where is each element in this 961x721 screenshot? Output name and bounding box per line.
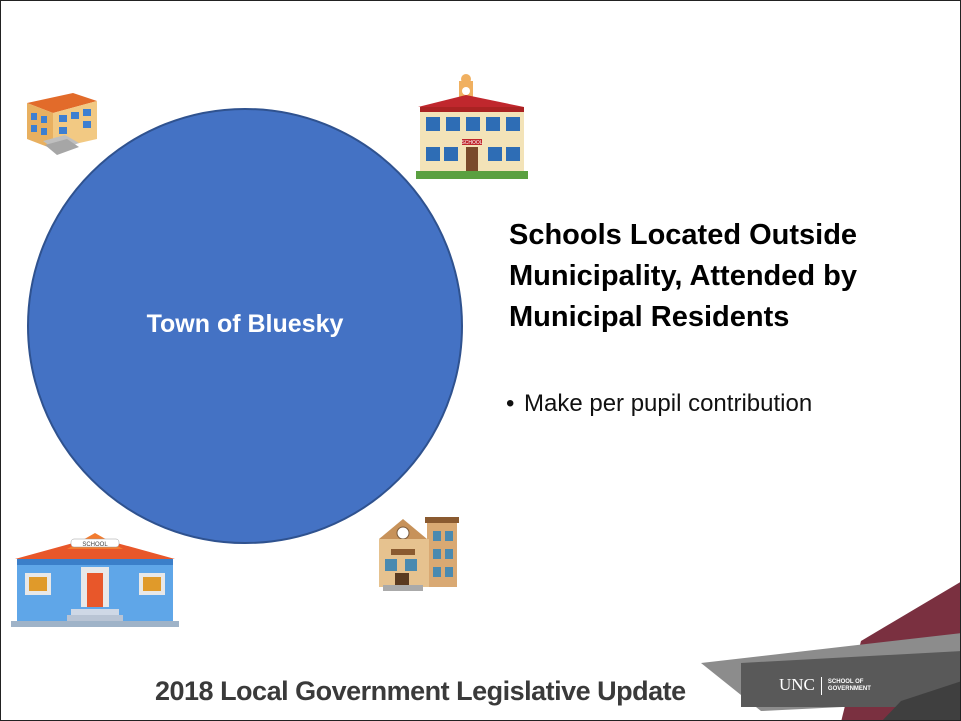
school-sign: SCHOOL bbox=[82, 542, 108, 548]
school-building-icon bbox=[379, 517, 459, 591]
slide-heading: Schools Located Outside Municipality, At… bbox=[509, 219, 858, 333]
bullet-text: Make per pupil contribution bbox=[524, 390, 813, 417]
bullet-item: • Make per pupil contribution bbox=[506, 390, 812, 418]
town-label: Town of Bluesky bbox=[146, 310, 344, 338]
school-building-icon: SCHOOL bbox=[11, 533, 179, 627]
bullet-dot: • bbox=[506, 390, 515, 417]
unc-logo-subtext: SCHOOL OF bbox=[827, 679, 864, 686]
school-building-icon: SCHOOL bbox=[416, 74, 528, 179]
unc-logo-text: UNC bbox=[779, 675, 815, 694]
unc-logo-subtext-2: GOVERNMENT bbox=[827, 686, 871, 693]
school-sign: SCHOOL bbox=[461, 140, 482, 146]
town-circle: Town of Bluesky bbox=[27, 108, 463, 544]
footer-title: 2018 Local Government Legislative Update bbox=[155, 676, 686, 706]
school-building-icon bbox=[27, 93, 97, 155]
